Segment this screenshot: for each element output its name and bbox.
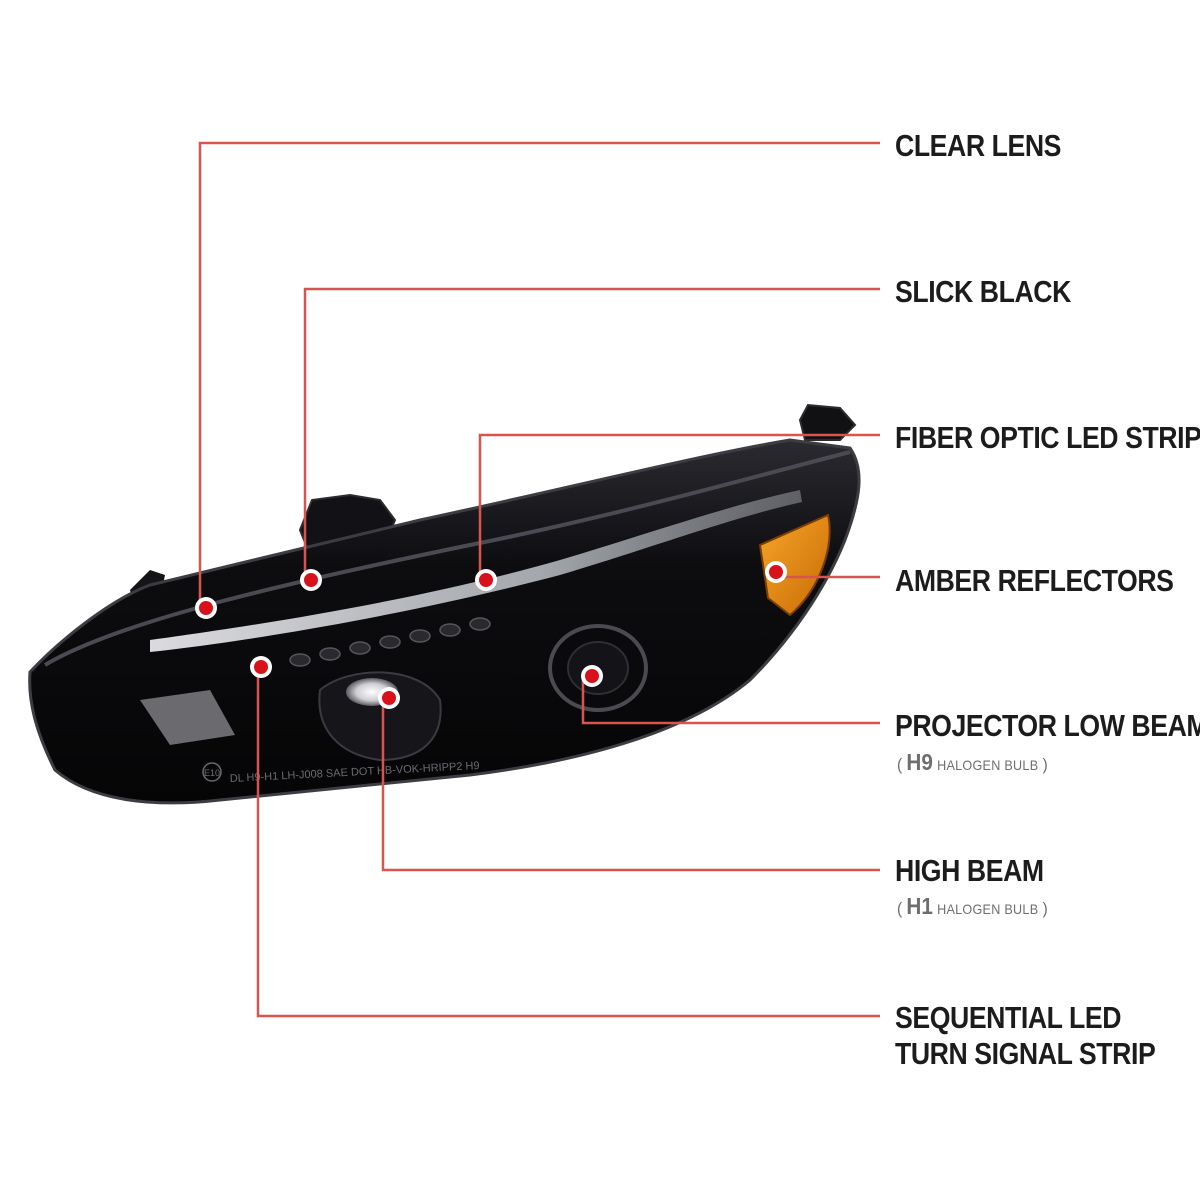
e-mark-text: E10: [204, 768, 220, 778]
label-high-beam: HIGH BEAM: [895, 853, 1044, 888]
clear-lens-edge: [43, 450, 851, 667]
high-beam-shape: [318, 671, 442, 762]
side-reflector-detail: [140, 690, 235, 745]
label-line-2: TURN SIGNAL STRIP: [895, 1036, 1156, 1071]
label-amber-reflectors: AMBER REFLECTORS: [895, 563, 1174, 598]
leader-lines: [198, 141, 880, 1018]
label-fiber-optic: FIBER OPTIC LED STRIP: [895, 420, 1200, 455]
marker-slick-black: [300, 569, 322, 591]
label-slick-black: SLICK BLACK: [895, 274, 1071, 309]
bulb-type: H1: [906, 893, 933, 919]
leader-line-slick-black: [303, 287, 880, 580]
leader-line-clear-lens: [198, 141, 880, 608]
leader-line-fiber-optic: [478, 433, 880, 580]
paren-open: (: [897, 899, 903, 918]
marker-sequential-led: [250, 656, 272, 678]
sequential-led-row: [289, 617, 491, 667]
label-line-1: SEQUENTIAL LED: [895, 1000, 1122, 1035]
marker-clear-lens: [195, 597, 217, 619]
markers: [195, 561, 787, 709]
fiber-optic-strip-shape: [150, 490, 802, 652]
bulb-description: HALOGEN BULB: [937, 757, 1039, 773]
marker-fiber-optic: [475, 569, 497, 591]
paren-close: ): [1042, 755, 1048, 774]
leader-line-projector-low-beam: [581, 678, 880, 725]
bulb-type: H9: [906, 749, 933, 775]
bulb-description: HALOGEN BULB: [937, 901, 1039, 917]
sub-high-beam: ( H1 HALOGEN BULB ): [897, 895, 1048, 920]
label-clear-lens: CLEAR LENS: [895, 128, 1062, 163]
label-projector-low-beam: PROJECTOR LOW BEAM: [895, 708, 1200, 743]
marker-projector-low-beam: [581, 665, 603, 687]
amber-reflector-shape: [758, 513, 831, 617]
headlight-housing: [28, 438, 861, 805]
leader-line-high-beam: [381, 700, 880, 872]
label-sequential-led: SEQUENTIAL LED TURN SIGNAL STRIP: [895, 1000, 1156, 1072]
marker-high-beam: [378, 687, 400, 709]
paren-close: ): [1042, 899, 1048, 918]
leader-line-sequential-led: [256, 668, 880, 1018]
e-mark-badge: [202, 762, 222, 782]
paren-open: (: [897, 755, 903, 774]
marker-amber-reflectors: [765, 561, 787, 583]
sub-projector-low-beam: ( H9 HALOGEN BULB ): [897, 751, 1048, 776]
